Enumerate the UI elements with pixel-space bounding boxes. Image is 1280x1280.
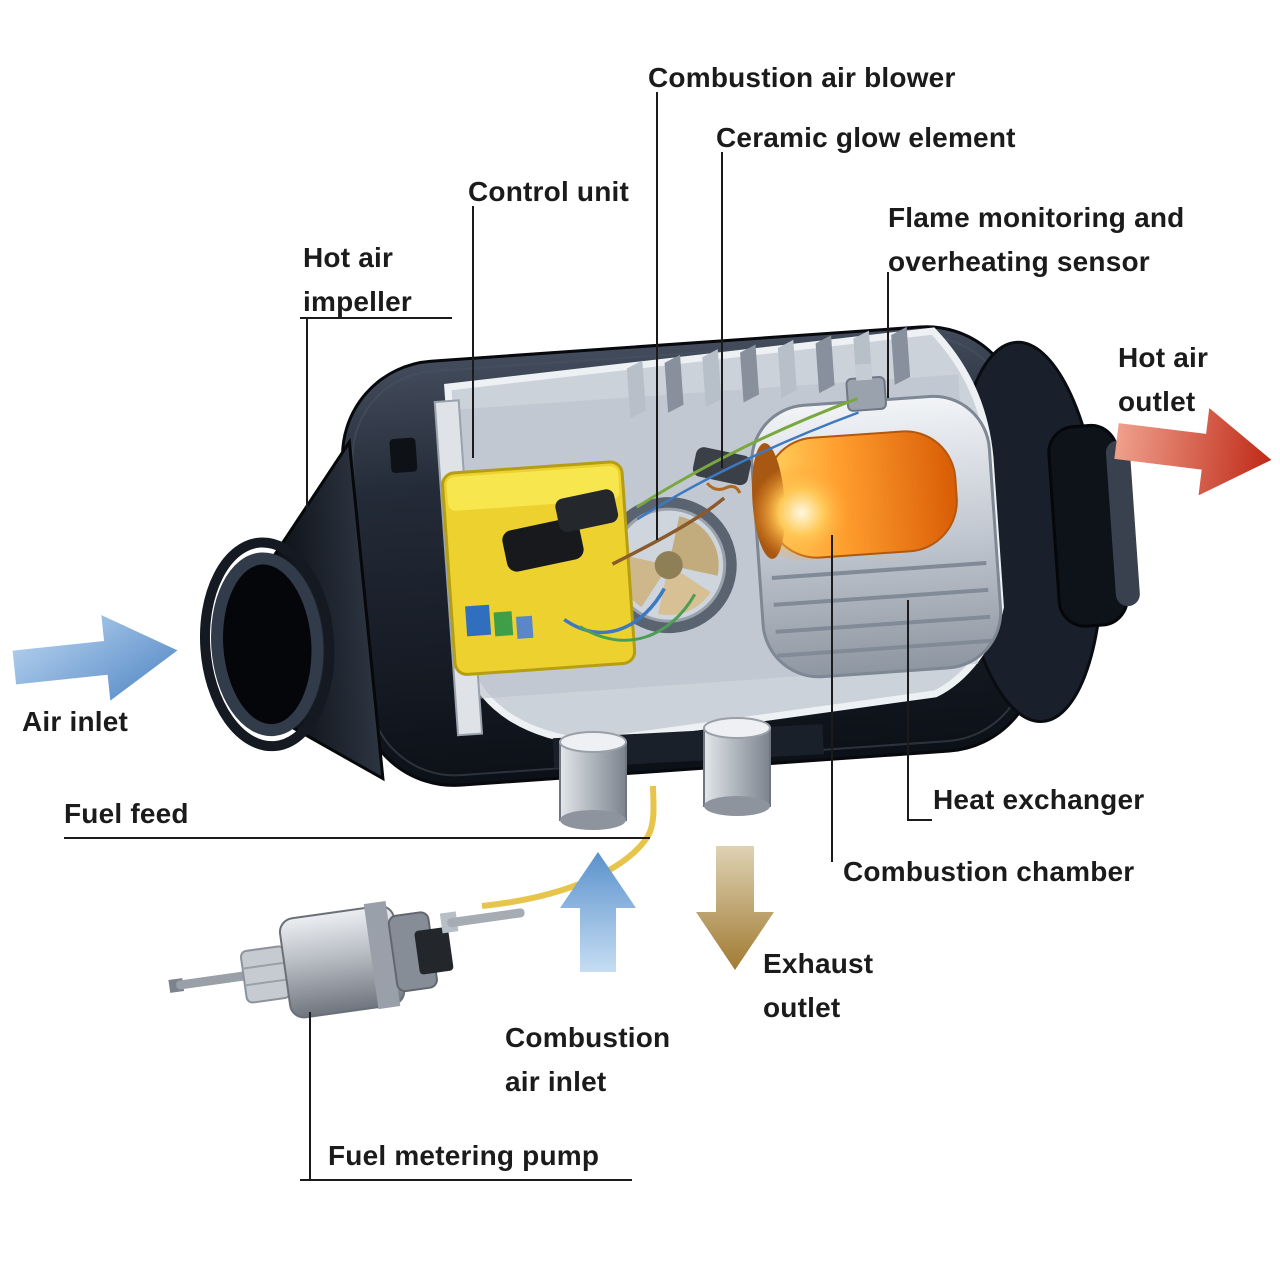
leader-hot-air-impeller <box>300 317 452 512</box>
leader-heat-exchanger <box>907 600 932 821</box>
hot-air-impeller-cone <box>199 437 385 782</box>
label-text: Control unit <box>468 176 630 207</box>
combustion-air-inlet-pipe <box>559 731 627 830</box>
label-control-unit: Control unit <box>468 170 629 214</box>
combustion-air-blower-part <box>600 497 737 634</box>
exhaust-outlet-arrow <box>696 846 774 970</box>
label-text: Combustion air blower <box>648 62 956 93</box>
flame-sensor-part <box>845 363 887 412</box>
label-combustion-air-blower: Combustion air blower <box>648 56 956 100</box>
label-text: Hot air <box>1118 342 1209 373</box>
label-text: air inlet <box>505 1066 607 1097</box>
label-text: Hot air <box>303 242 394 273</box>
label-fuel-feed: Fuel feed <box>64 792 189 836</box>
label-text: overheating sensor <box>888 246 1150 277</box>
label-exhaust-outlet: Exhaust outlet <box>763 942 873 1030</box>
label-text: Combustion <box>505 1022 671 1053</box>
label-text: Air inlet <box>22 706 129 737</box>
label-text: Fuel metering pump <box>328 1140 600 1171</box>
combustion-chamber-part <box>751 430 958 563</box>
leader-fuel-metering-pump <box>300 1012 632 1181</box>
label-ceramic-glow-element: Ceramic glow element <box>716 116 1016 160</box>
fuel-line <box>481 785 657 909</box>
label-heat-exchanger: Heat exchanger <box>933 778 1144 822</box>
label-text: impeller <box>303 286 412 317</box>
label-combustion-air-inlet: Combustion air inlet <box>505 1016 670 1104</box>
combustion-air-inlet-arrow <box>560 852 636 972</box>
label-hot-air-impeller: Hot air impeller <box>303 236 412 324</box>
label-text: Flame monitoring and <box>888 202 1185 233</box>
wiring <box>563 397 859 642</box>
label-hot-air-outlet: Hot air outlet <box>1118 336 1208 424</box>
label-text: Heat exchanger <box>933 784 1145 815</box>
label-air-inlet: Air inlet <box>22 700 128 744</box>
hot-air-outlet-arrow <box>1114 408 1272 496</box>
label-flame-monitoring-sensor: Flame monitoring and overheating sensor <box>888 196 1184 284</box>
label-text: Fuel feed <box>64 798 189 829</box>
air-inlet-arrow <box>12 615 178 701</box>
label-text: Exhaust <box>763 948 874 979</box>
label-text: Ceramic glow element <box>716 122 1016 153</box>
control-unit-part <box>389 437 637 676</box>
label-text: Combustion chamber <box>843 856 1135 887</box>
fuel-metering-pump-part <box>168 901 525 1019</box>
exhaust-outlet-pipe <box>703 717 771 816</box>
label-text: outlet <box>763 992 841 1023</box>
label-combustion-chamber: Combustion chamber <box>843 850 1134 894</box>
heater-body <box>199 325 1140 787</box>
label-text: outlet <box>1118 386 1196 417</box>
leader-lines <box>64 92 932 1181</box>
label-fuel-metering-pump: Fuel metering pump <box>328 1134 599 1178</box>
